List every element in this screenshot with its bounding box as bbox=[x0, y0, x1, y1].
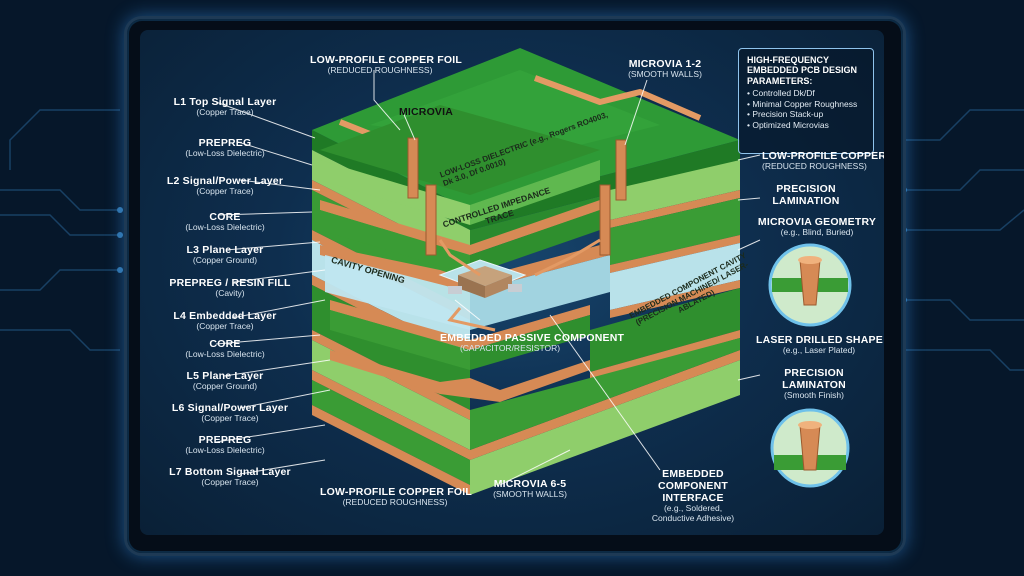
label-prepreg-resin-fill: PREPREG / RESIN FILL(Cavity) bbox=[169, 277, 291, 299]
panel-item: Controlled Dk/Df bbox=[747, 88, 873, 99]
label-core-1: CORE(Low-Loss Dielectric) bbox=[185, 211, 265, 233]
label-foil-right: LOW-PROFILE COPPER FOIL(REDUCED ROUGHNES… bbox=[762, 150, 884, 172]
label-component-interface: EMBEDDED COMPONENT INTERFACE(e.g., Solde… bbox=[651, 468, 735, 523]
panel-list: Controlled Dk/Df Minimal Copper Roughnes… bbox=[747, 88, 873, 131]
label-prepreg-1: PREPREG(Low-Loss Dielectric) bbox=[185, 137, 265, 159]
via-callout-1 bbox=[768, 243, 852, 327]
label-prepreg-2: PREPREG(Low-Loss Dielectric) bbox=[185, 434, 265, 456]
label-l5-plane: L5 Plane Layer(Copper Ground) bbox=[186, 370, 264, 392]
label-l7-bottom-signal: L7 Bottom Signal Layer(Copper Trace) bbox=[169, 466, 291, 488]
label-microvia-1-2: MICROVIA 1-2(SMOOTH WALLS) bbox=[628, 58, 702, 80]
label-l2-signal-power: L2 Signal/Power Layer(Copper Trace) bbox=[166, 175, 284, 197]
label-embedded-passive: EMBEDDED PASSIVE COMPONENT(CAPACITOR/RES… bbox=[440, 332, 625, 354]
label-foil-top: LOW-PROFILE COPPER FOIL(REDUCED ROUGHNES… bbox=[310, 54, 462, 76]
label-microvia-geometry: MICROVIA GEOMETRY(e.g., Blind, Buried) bbox=[757, 216, 877, 238]
via-callout-2 bbox=[770, 408, 850, 488]
panel-item: Optimized Microvias bbox=[747, 120, 873, 131]
panel-item: Precision Stack-up bbox=[747, 109, 873, 120]
leader-lines bbox=[215, 70, 761, 486]
label-precision-lamination: PRECISION LAMINATION bbox=[772, 183, 840, 208]
label-microvia-6-5: MICROVIA 6-5(SMOOTH WALLS) bbox=[493, 478, 567, 500]
label-l6-signal-power: L6 Signal/Power Layer(Copper Trace) bbox=[171, 402, 289, 424]
label-precision-lamination-2: PRECISION LAMINATON(Smooth Finish) bbox=[782, 367, 846, 401]
microvias bbox=[407, 137, 627, 256]
label-l3-plane: L3 Plane Layer(Copper Ground) bbox=[186, 244, 264, 266]
right-face-layers bbox=[470, 140, 740, 495]
pcb-cross-section bbox=[215, 48, 852, 495]
label-foil-bottom: LOW-PROFILE COPPER FOIL(REDUCED ROUGHNES… bbox=[320, 486, 472, 508]
label-l4-embedded: L4 Embedded Layer(Copper Trace) bbox=[173, 310, 277, 332]
panel-heading: HIGH-FREQUENCY EMBEDDED PCB DESIGN PARAM… bbox=[747, 55, 858, 86]
diagram-screen: L1 Top Signal Layer(Copper Trace) PREPRE… bbox=[140, 30, 884, 535]
label-l1-top-signal: L1 Top Signal Layer(Copper Trace) bbox=[173, 96, 277, 118]
label-laser-drilled: LASER DRILLED SHAPE(e.g., Laser Plated) bbox=[756, 334, 883, 356]
design-parameters-panel: HIGH-FREQUENCY EMBEDDED PCB DESIGN PARAM… bbox=[738, 48, 874, 154]
label-microvia-center: MICROVIA bbox=[398, 106, 454, 118]
label-core-2: CORE(Low-Loss Dielectric) bbox=[185, 338, 265, 360]
panel-item: Minimal Copper Roughness bbox=[747, 99, 873, 110]
